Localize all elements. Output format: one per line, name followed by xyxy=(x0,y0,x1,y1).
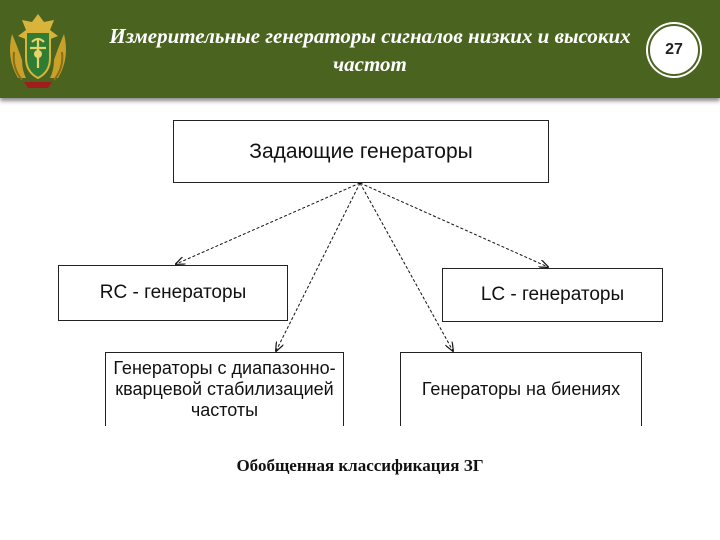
military-emblem-icon xyxy=(10,14,66,88)
arrow-to-lc xyxy=(359,182,548,267)
arrow-to-rc xyxy=(176,182,361,264)
arrow-to-beats xyxy=(359,182,453,351)
node-quartz-stabilized-generators: Генераторы с диапазонно-кварцевой стабил… xyxy=(105,352,344,426)
node-beat-generators: Генераторы на биениях xyxy=(400,352,642,426)
page-number-badge: 27 xyxy=(648,24,700,76)
header-bar: Измерительные генераторы сигналов низких… xyxy=(0,0,720,98)
page-title: Измерительные генераторы сигналов низких… xyxy=(109,24,631,76)
node-master-generators: Задающие генераторы xyxy=(173,120,549,183)
node-lc-generators: LC - генераторы xyxy=(442,268,663,322)
arrow-to-quartz xyxy=(276,182,361,351)
diagram-caption: Обобщенная классификация ЗГ xyxy=(236,456,484,475)
node-rc-generators: RC - генераторы xyxy=(58,265,288,321)
